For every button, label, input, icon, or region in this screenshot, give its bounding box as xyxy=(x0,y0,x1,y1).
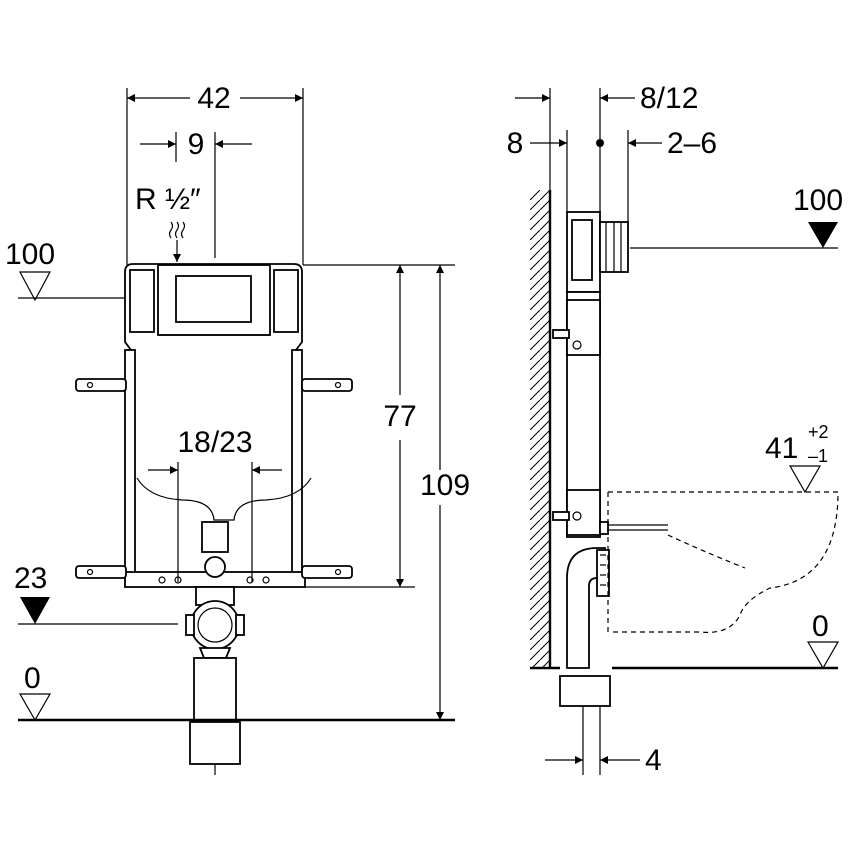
bowl-height-marker: 41 +2 –1 xyxy=(765,422,829,494)
bowl-tol-plus: +2 xyxy=(808,422,829,442)
wall-offset-dimension: 8 xyxy=(507,88,568,212)
total-height-dimension: 109 xyxy=(420,265,470,720)
fixing-bolt xyxy=(599,521,668,535)
pipe-offset-dimension: 4 xyxy=(545,744,662,777)
mounting-brackets-front xyxy=(75,378,353,579)
level-marker-100-side: 100 xyxy=(630,184,843,249)
width-dimension: 42 xyxy=(126,82,304,265)
level-23-label: 23 xyxy=(14,562,47,595)
floor-0-label: 0 xyxy=(24,662,41,695)
pipe-offset-label: 4 xyxy=(645,744,662,777)
side-view: 8 8/12 2–6 100 xyxy=(507,82,843,777)
width-label: 42 xyxy=(197,82,230,115)
connection-label: R ½″ xyxy=(135,183,201,216)
front-view: 42 9 R ½″ 100 xyxy=(5,82,470,775)
bowl-height-base: 41 xyxy=(765,432,798,465)
side-level-100-label: 100 xyxy=(793,184,843,217)
bowl-tol-minus: –1 xyxy=(808,446,828,466)
wall-offset-label: 8 xyxy=(507,127,524,160)
total-height-label: 109 xyxy=(420,469,470,502)
installation-frame xyxy=(124,263,312,588)
wall xyxy=(530,190,552,668)
offset-dimension: 9 xyxy=(140,128,252,258)
height-label: 77 xyxy=(383,400,416,433)
toilet-bowl-outline xyxy=(607,491,839,633)
depth-label: 8/12 xyxy=(640,82,698,115)
drain-bend-side xyxy=(559,547,611,775)
frame-profile-side xyxy=(552,211,629,538)
level-100-label: 100 xyxy=(5,238,55,271)
floor-level-side: 0 xyxy=(530,610,840,670)
adjust-label: 2–6 xyxy=(667,127,717,160)
depth-dimension: 8/12 xyxy=(596,82,698,212)
level-marker-23: 23 xyxy=(14,562,178,625)
spacing-dimension: 18/23 xyxy=(148,426,282,582)
height-dimension: 77 xyxy=(303,264,455,588)
drain-pipe-front xyxy=(185,586,245,775)
offset-label: 9 xyxy=(188,128,205,161)
floor-level-front: 0 xyxy=(18,662,455,722)
adjust-dimension: 2–6 xyxy=(627,127,717,222)
level-marker-100: 100 xyxy=(5,238,130,302)
water-connection: R ½″ xyxy=(135,183,201,262)
spacing-label: 18/23 xyxy=(177,426,252,459)
side-floor-0-label: 0 xyxy=(812,610,829,643)
